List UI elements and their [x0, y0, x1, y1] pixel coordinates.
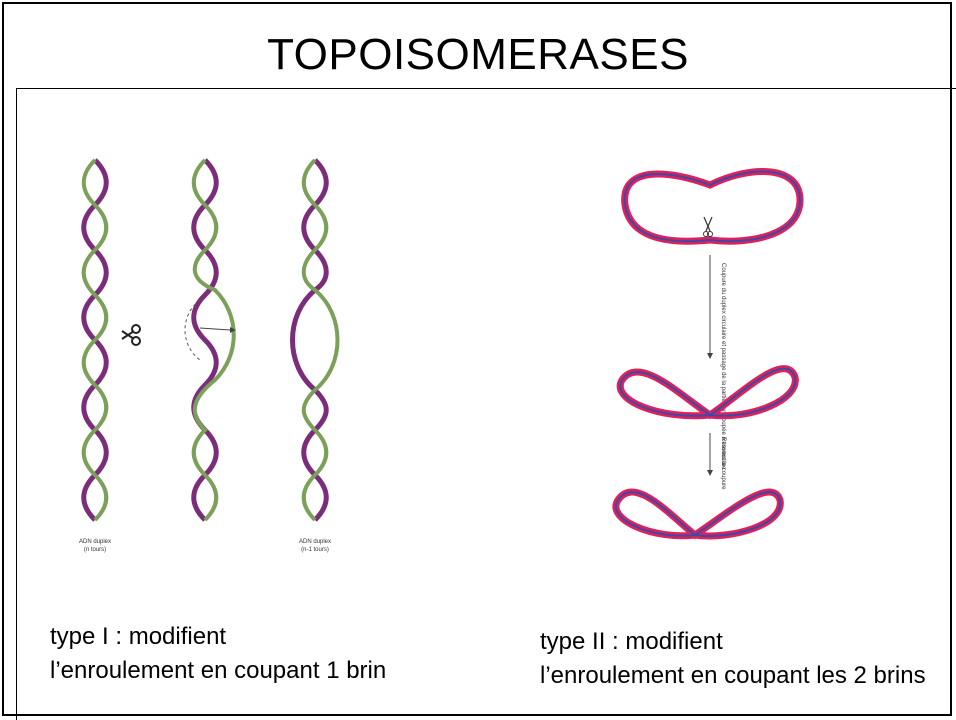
step-label-reseal: Ressoudure [720, 437, 726, 470]
type1-caption-line2: l’enroulement en coupant 1 brin [50, 654, 386, 688]
helix-3-label-line2: (n-1 tours) [301, 547, 329, 553]
type1-caption: type I : modifient l’enroulement en coup… [50, 620, 386, 688]
type2-caption-line2: l’enroulement en coupant les 2 brins [540, 659, 926, 693]
helix-1-label-line2: (n tours) [84, 547, 106, 553]
ribbon-ring-bottom [616, 492, 780, 536]
dna-helix-figure: ADN duplex (n tours) ADN duplex (n-1 tou… [50, 140, 390, 585]
circular-dna-figure: Coupure du duplex circulaire et passage … [600, 145, 830, 565]
type1-caption-line1: type I : modifient [50, 620, 386, 654]
slide-title: TOPOISOMERASES [0, 30, 956, 80]
type2-caption-line1: type II : modifient [540, 625, 926, 659]
scissors-icon [122, 325, 140, 345]
helix-3 [293, 160, 338, 520]
type2-caption: type II : modifient l’enroulement en cou… [540, 625, 926, 693]
scissors-small-icon [704, 217, 713, 237]
helix-3-label-line1: ADN duplex [299, 539, 331, 545]
helix-1 [84, 160, 107, 520]
ribbon-ring-top [625, 171, 800, 241]
helix-2 [185, 160, 236, 520]
ribbon-ring-middle [620, 369, 795, 416]
helix-1-label-line1: ADN duplex [79, 539, 111, 545]
